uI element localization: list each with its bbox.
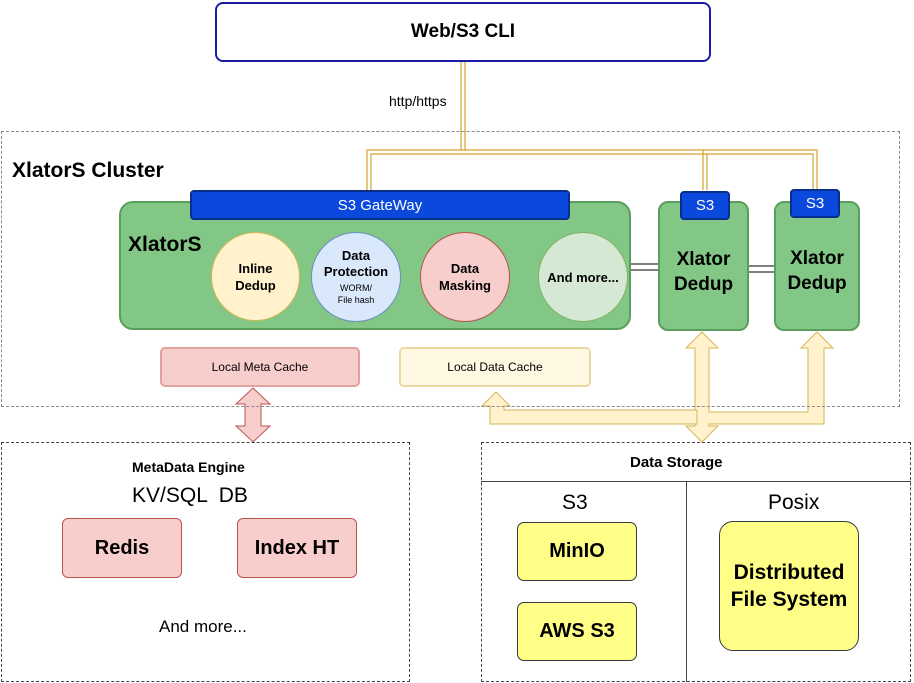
protocol-label: http/https (389, 93, 447, 109)
data-storage-title: Data Storage (630, 454, 723, 471)
redis-label: Redis (94, 536, 150, 559)
data-storage-divider-v (686, 481, 687, 682)
data-storage-divider-h (481, 481, 911, 482)
s3-badge-2-label: S3 (805, 195, 825, 212)
data-masking-label: Data Masking (438, 261, 491, 293)
xlators-name: XlatorS (128, 233, 202, 256)
data-protection-sub: WORM/ File hash (337, 283, 375, 305)
and-more-label: And more... (547, 269, 619, 285)
index-ht-label: Index HT (254, 536, 340, 559)
minio-label: MinIO (549, 540, 605, 562)
local-data-cache-label: Local Data Cache (447, 360, 543, 374)
cluster-container (1, 131, 900, 407)
data-storage-container (481, 442, 911, 682)
client-box: Web/S3 CLI (215, 2, 711, 62)
distributed-file-system-label: Distributed File System (730, 561, 848, 611)
metadata-engine-title: MetaData Engine (132, 459, 245, 475)
s3-gateway-label: S3 GateWay (337, 196, 423, 214)
client-label: Web/S3 CLI (410, 21, 516, 42)
local-data-cache: Local Data Cache (399, 347, 591, 387)
inline-dedup-label: Inline Dedup (235, 260, 276, 293)
metadata-engine-container (1, 442, 410, 682)
index-ht-box: Index HT (237, 518, 357, 578)
xlator-dedup-node-1: Xlator Dedup (658, 201, 749, 331)
aws-s3-box: AWS S3 (517, 602, 637, 661)
s3-column-header: S3 (562, 491, 588, 514)
local-meta-cache: Local Meta Cache (160, 347, 360, 387)
posix-column-header: Posix (768, 491, 820, 514)
aws-s3-label: AWS S3 (539, 620, 615, 642)
inline-dedup-module: Inline Dedup (211, 232, 300, 321)
data-protection-label: Data Protection (323, 248, 389, 279)
metadata-engine-more: And more... (159, 617, 247, 636)
distributed-file-system-box: Distributed File System (719, 521, 859, 651)
and-more-module: And more... (538, 232, 628, 322)
s3-gateway-bar: S3 GateWay (190, 190, 570, 220)
data-masking-module: Data Masking (420, 232, 510, 322)
metadata-engine-subtitle: KV/SQL DB (132, 484, 248, 507)
cluster-title: XlatorS Cluster (12, 159, 164, 182)
xlator-dedup-node-2-label: Xlator Dedup (787, 248, 847, 294)
xlator-dedup-node-2: Xlator Dedup (774, 201, 860, 331)
minio-box: MinIO (517, 522, 637, 581)
data-protection-module: Data Protection WORM/ File hash (311, 232, 401, 322)
local-meta-cache-label: Local Meta Cache (211, 360, 309, 374)
xlator-dedup-node-1-label: Xlator Dedup (673, 249, 734, 295)
redis-box: Redis (62, 518, 182, 578)
s3-badge-1: S3 (680, 191, 730, 220)
s3-badge-1-label: S3 (695, 197, 715, 214)
s3-badge-2: S3 (790, 189, 840, 218)
